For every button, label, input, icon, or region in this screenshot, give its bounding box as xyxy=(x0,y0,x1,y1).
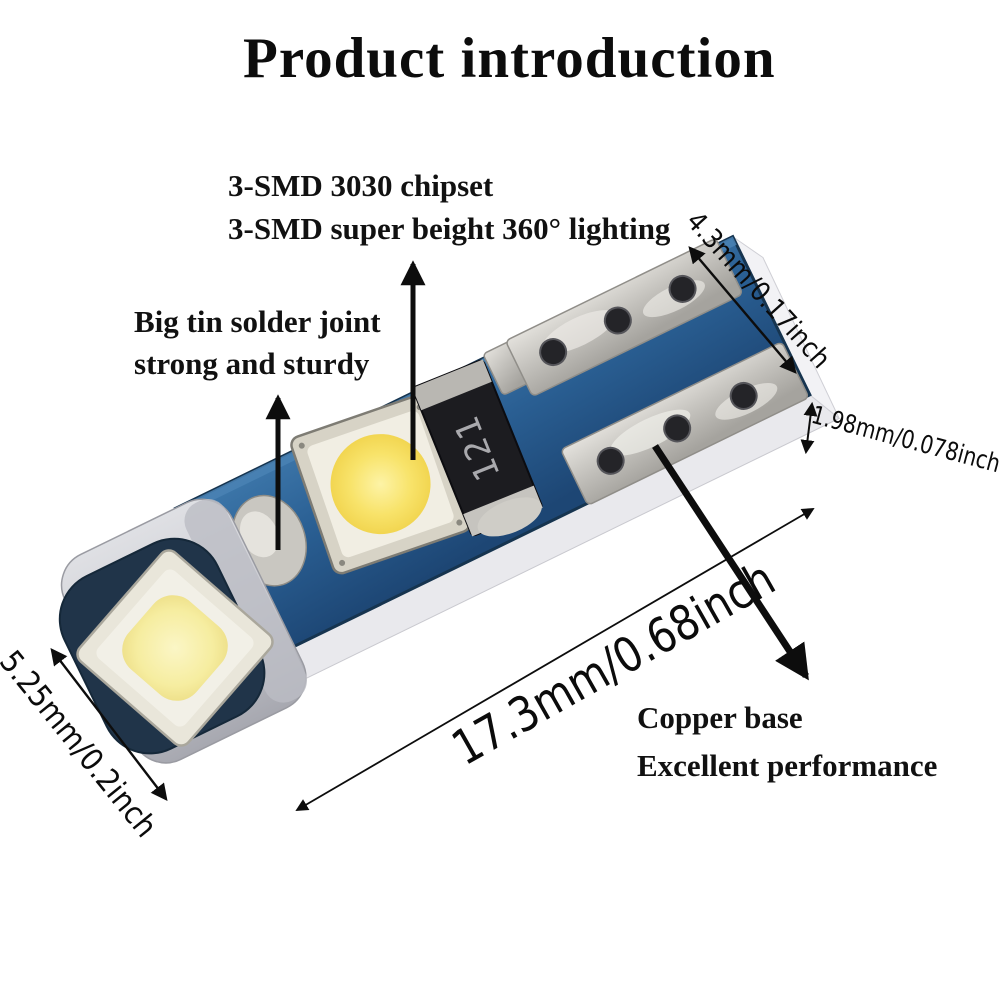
contact-hole xyxy=(663,414,692,443)
callout-solder-line1: Big tin solder joint xyxy=(134,304,381,339)
dimension-arrow-thickness xyxy=(800,401,818,455)
callout-chipset-line1: 3-SMD 3030 chipset xyxy=(228,168,494,203)
callout-chipset: 3-SMD 3030 chipset 3-SMD super beight 36… xyxy=(228,164,670,250)
dimension-arrow-head-height xyxy=(50,647,168,802)
page-title: Product introduction xyxy=(243,27,776,90)
contact-hole xyxy=(603,306,632,335)
dimension-arrow-length xyxy=(295,508,815,811)
contact-strip-lower xyxy=(561,342,809,505)
contact-hole xyxy=(539,338,568,367)
callout-solder: Big tin solder joint strong and sturdy xyxy=(134,301,381,385)
callout-copper-line2: Excellent performance xyxy=(637,748,938,783)
callout-chipset-line2: 3-SMD super beight 360° lighting xyxy=(228,211,671,246)
contact-hole xyxy=(729,381,758,410)
dimension-arrow-base-width xyxy=(688,246,797,374)
callout-solder-line2: strong and sturdy xyxy=(134,346,370,381)
chip-cap-top xyxy=(412,359,492,411)
contact-hole xyxy=(596,446,625,475)
callout-copper-line1: Copper base xyxy=(637,700,803,735)
callout-copper: Copper base Excellent performance xyxy=(637,694,937,790)
